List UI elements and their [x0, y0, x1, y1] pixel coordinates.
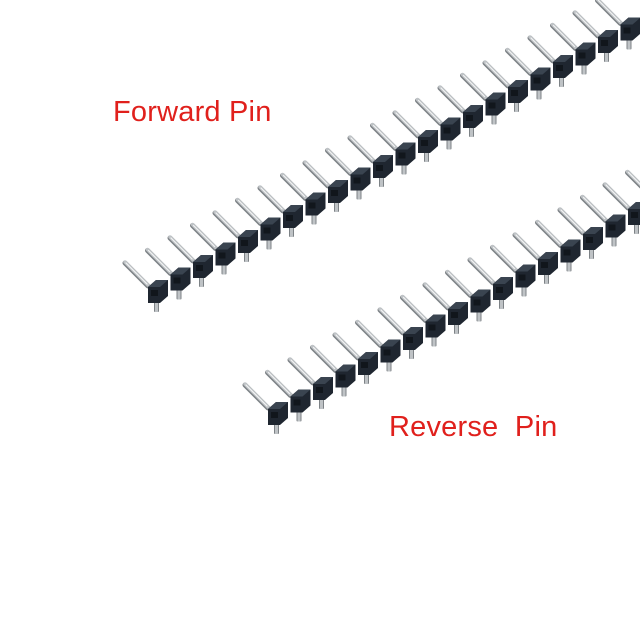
- forward-pin-1: [122, 260, 168, 312]
- forward-pin-18: [505, 47, 551, 100]
- forward-pin-16: [460, 72, 506, 125]
- reverse-pin-10: [445, 269, 491, 322]
- forward-pin-header: [122, 0, 640, 312]
- reverse-pin-header: [242, 169, 640, 434]
- reverse-pin-8: [400, 294, 446, 347]
- forward-pin-17: [482, 60, 528, 112]
- reverse-pin-13: [512, 232, 558, 284]
- forward-pin-6: [235, 197, 281, 250]
- reverse-pin-12: [490, 244, 536, 297]
- forward-pin-13: [392, 110, 438, 162]
- reverse-pin-11: [467, 257, 513, 309]
- reverse-pin-18: [625, 169, 640, 189]
- forward-pin-3: [167, 235, 213, 287]
- reverse-pin-17: [602, 182, 640, 234]
- reverse-pin-2: [265, 369, 311, 422]
- forward-pin-15: [437, 85, 483, 137]
- forward-pin-19: [527, 35, 573, 87]
- forward-pin-2: [145, 247, 191, 300]
- forward-pin-14: [415, 97, 461, 150]
- forward-pin-4: [190, 222, 236, 275]
- forward-pin-8: [280, 172, 326, 225]
- reverse-pin-7: [377, 307, 423, 359]
- reverse-pin-9: [422, 282, 468, 334]
- reverse-pin-5: [332, 332, 378, 384]
- forward-pin-label: Forward Pin: [113, 96, 272, 128]
- reverse-pin-6: [355, 319, 401, 372]
- reverse-pin-16: [580, 194, 626, 247]
- reverse-pin-4: [310, 344, 356, 397]
- reverse-pin-15: [557, 207, 603, 259]
- forward-pin-9: [302, 160, 348, 212]
- forward-pin-5: [212, 210, 258, 262]
- forward-pin-11: [347, 135, 393, 187]
- forward-pin-21: [572, 10, 618, 62]
- forward-pin-12: [370, 122, 416, 175]
- forward-pin-22: [595, 0, 640, 50]
- forward-pin-20: [550, 22, 596, 75]
- forward-pin-7: [257, 185, 303, 237]
- reverse-pin-3: [287, 357, 333, 409]
- reverse-pin-14: [535, 219, 581, 272]
- reverse-pin-1: [242, 382, 288, 434]
- forward-pin-10: [325, 147, 371, 200]
- reverse-pin-label: Reverse Pin: [389, 411, 558, 443]
